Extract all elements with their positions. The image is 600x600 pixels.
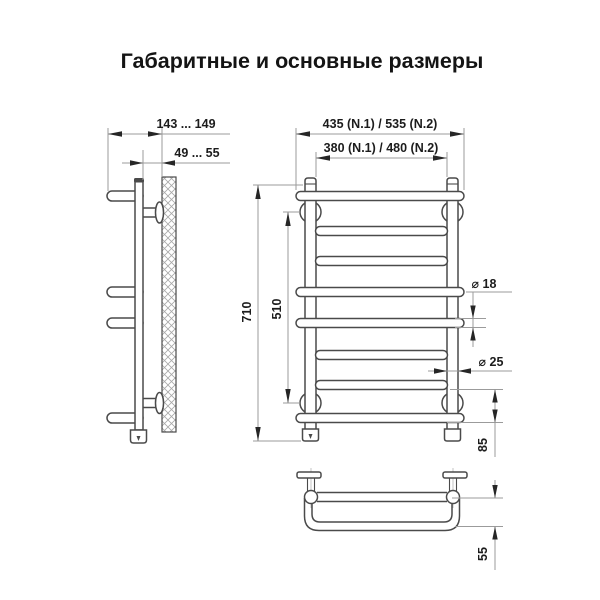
side-post-cap bbox=[134, 178, 144, 183]
dim-width-connection-label: 380 (N.1) / 480 (N.2) bbox=[324, 141, 439, 155]
top-view-curved-rung bbox=[303, 498, 461, 532]
wall-section bbox=[161, 176, 177, 433]
side-wall-bracket-top bbox=[141, 201, 165, 224]
top-view-collector bbox=[317, 491, 447, 503]
front-rungs-long bbox=[295, 190, 465, 424]
front-view bbox=[295, 177, 465, 442]
front-rungs-short bbox=[314, 225, 449, 391]
side-wall-bracket-bottom bbox=[141, 391, 165, 415]
dim-width-overall-label: 435 (N.1) / 535 (N.2) bbox=[323, 117, 438, 131]
front-posts bbox=[304, 177, 459, 431]
dim-bottom-rung-spacing-label: 85 bbox=[476, 438, 490, 452]
dim-rung-diameter-label: ⌀ 18 bbox=[472, 277, 497, 291]
dim-height-overall-label: 710 bbox=[240, 302, 254, 323]
dim-post-diameter-label: ⌀ 25 bbox=[479, 355, 504, 369]
dimension-labels: 143 ... 149 49 ... 55 435 (N.1) / 535 (N… bbox=[156, 117, 503, 561]
dimension-lines bbox=[107, 128, 512, 570]
dim-height-connection-label: 510 bbox=[270, 299, 284, 320]
side-foot-valve-mark bbox=[136, 436, 141, 441]
side-post-tube bbox=[134, 180, 144, 431]
front-feet bbox=[301, 428, 462, 442]
top-view-flanges bbox=[296, 471, 468, 492]
dim-wall-gap-label: 49 ... 55 bbox=[174, 146, 219, 160]
front-foot-valve-mark bbox=[308, 434, 313, 439]
dim-rung-depth-label: 55 bbox=[476, 547, 490, 561]
side-rungs bbox=[106, 190, 144, 424]
top-view-post-section-left bbox=[303, 489, 319, 505]
top-view bbox=[296, 468, 468, 532]
side-view bbox=[106, 176, 177, 444]
top-view-post-section-right bbox=[445, 489, 461, 505]
drawing-title: Габаритные и основные размеры bbox=[121, 49, 484, 73]
dim-depth-total-label: 143 ... 149 bbox=[156, 117, 215, 131]
